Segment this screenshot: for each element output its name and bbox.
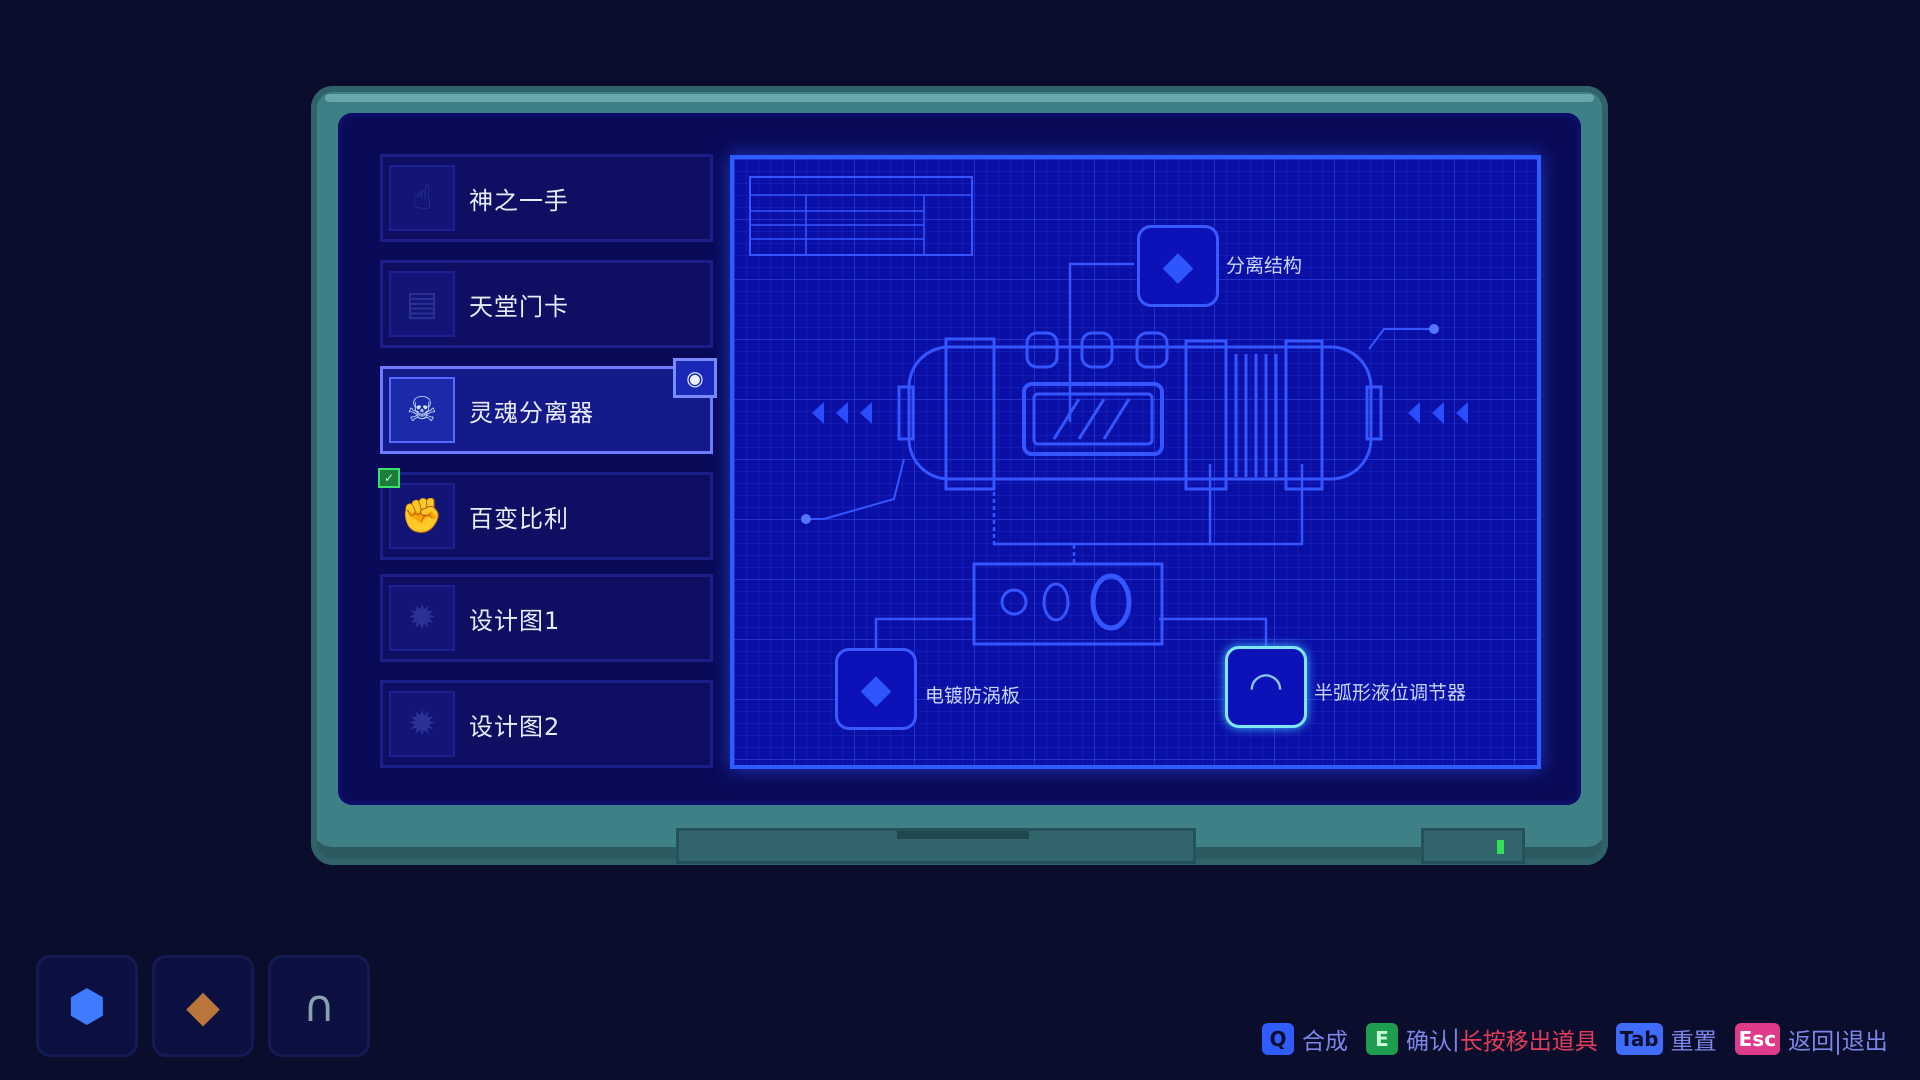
power-led (1497, 840, 1504, 854)
part-label-anti-vortex-plate: 电镀防涡板 (925, 685, 1021, 707)
craft-item-label: 天堂门卡 (469, 292, 569, 321)
back-exit-hint: 返回|退出 (1788, 1029, 1888, 1055)
craft-hint: 合成 (1302, 1029, 1348, 1055)
craft-item-heaven-keycard[interactable]: ▤ 天堂门卡 (380, 260, 713, 348)
craft-item-label: 灵魂分离器 (469, 398, 594, 427)
inventory-slot-1[interactable]: ⬢ (36, 955, 138, 1057)
card-icon: ▤ (389, 271, 455, 337)
reset-hint: 重置 (1670, 1029, 1717, 1055)
shard-icon[interactable]: ◆ (1137, 225, 1219, 307)
craft-item-shapeshift-billy[interactable]: ✊ 百变比利 (380, 472, 713, 560)
craft-item-label: 百变比利 (469, 504, 569, 533)
slot-notch (897, 831, 1029, 839)
craft-item-hand-of-god[interactable]: ☝ 神之一手 (380, 154, 713, 242)
craft-item-label: 设计图1 (469, 606, 561, 635)
remove-item-hint: 长按移出道具 (1459, 1029, 1598, 1055)
gear-icon: ✹ (389, 585, 455, 651)
arc-icon[interactable]: ◠ (1225, 646, 1307, 728)
blueprint-panel: ◆ 分离结构 ◆ 电镀防涡板 ◠ 半弧形液位调节器 (730, 155, 1541, 769)
soul-separator-schematic (749, 176, 1468, 649)
craft-item-soul-separator[interactable]: ☠ 灵魂分离器 (380, 366, 713, 454)
key-hints-bar: Q 合成 E 确认 | 长按移出道具 Tab 重置 Esc 返回|退出 (1262, 1022, 1888, 1056)
skull-icon: ☠ (389, 377, 455, 443)
hand-icon: ☝ (389, 165, 455, 231)
craft-item-label: 设计图2 (469, 712, 561, 741)
confirm-hint: 确认 (1406, 1029, 1452, 1055)
checkmark-icon: ✓ (378, 468, 400, 488)
esc-key-icon: Esc (1734, 1023, 1781, 1055)
part-label-separation-structure: 分离结构 (1226, 255, 1303, 277)
inventory-slot-2[interactable]: ◆ (152, 955, 254, 1057)
preview-eye-button[interactable]: ◉ (673, 358, 717, 398)
plate-icon[interactable]: ◆ (835, 648, 917, 730)
e-key-icon: E (1366, 1023, 1398, 1055)
part-label-arc-level-regulator: 半弧形液位调节器 (1314, 682, 1467, 704)
monitor-top-edge (325, 94, 1594, 102)
arch-item-icon: ∩ (302, 980, 336, 1032)
eye-icon: ◉ (686, 366, 704, 390)
power-indicator (1421, 828, 1525, 864)
gear-icon: ✹ (389, 691, 455, 757)
hint-separator: | (1452, 1026, 1460, 1052)
inventory-slot-3[interactable]: ∩ (268, 955, 370, 1057)
board-item-icon: ◆ (186, 980, 220, 1032)
fist-icon: ✊ (389, 483, 455, 549)
tab-key-icon: Tab (1615, 1023, 1663, 1055)
craft-item-blueprint-2[interactable]: ✹ 设计图2 (380, 680, 713, 768)
capsule-item-icon: ⬢ (67, 980, 107, 1032)
q-key-icon: Q (1262, 1023, 1294, 1055)
craft-item-label: 神之一手 (469, 186, 569, 215)
craft-item-blueprint-1[interactable]: ✹ 设计图1 (380, 574, 713, 662)
terminal-output-slot (676, 828, 1196, 864)
